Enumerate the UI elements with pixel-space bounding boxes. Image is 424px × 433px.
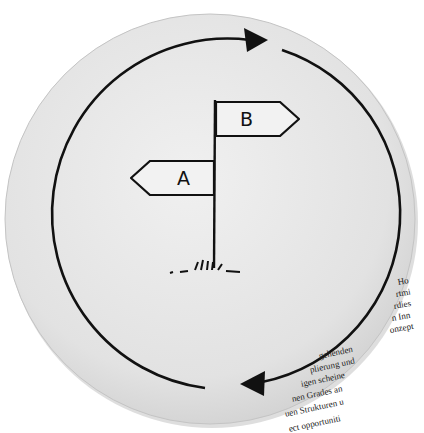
paper-disc [5, 14, 415, 424]
background-text: Ho [397, 276, 409, 287]
background-text: rtmi [395, 287, 411, 298]
sign-outline [130, 160, 215, 196]
signpost-sign: A [130, 160, 215, 196]
background-text: n Inn [391, 311, 411, 323]
background-text: rdies [393, 299, 412, 311]
sign-letter: A [177, 169, 190, 188]
background-text: onzept [389, 322, 414, 335]
arrowhead [240, 371, 265, 396]
grass [170, 260, 240, 273]
sign-shape [216, 102, 299, 136]
signpost-sign: B [215, 101, 300, 137]
background-text: ect opportuniti [288, 414, 341, 433]
sign-outline [215, 101, 300, 137]
cycle-arrow-arc [262, 50, 400, 382]
sign-letter: B [240, 110, 253, 129]
arrowhead [244, 28, 268, 52]
sign-shape [131, 161, 214, 195]
cycle-arrow-arc [52, 39, 250, 388]
